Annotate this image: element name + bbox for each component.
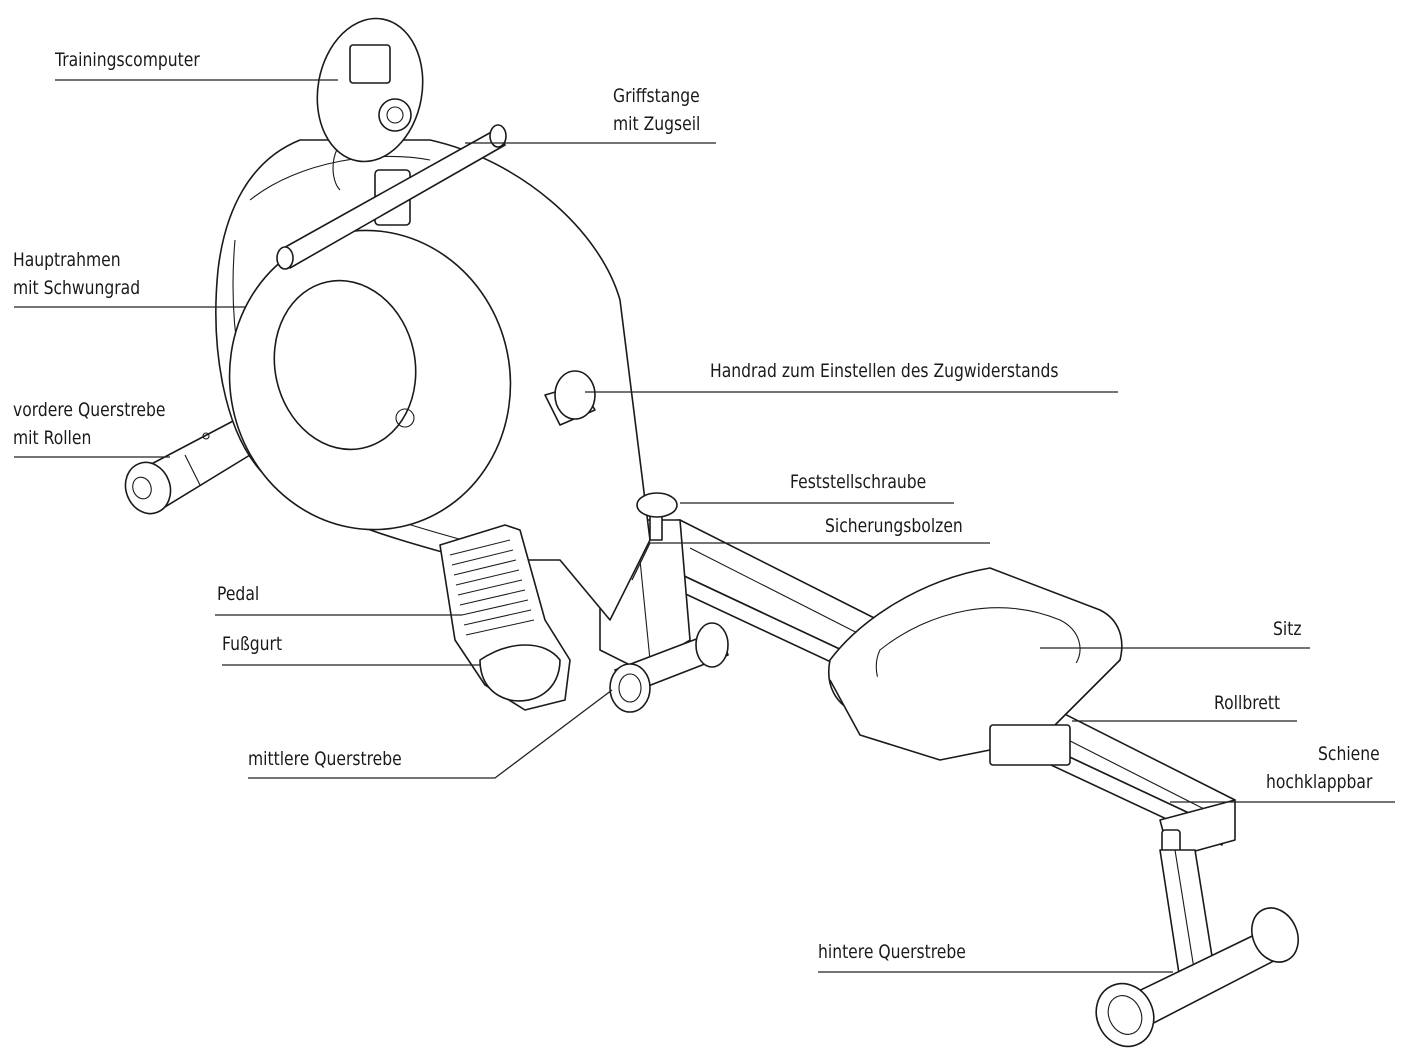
label-vordere-querstrebe-line2: mit Rollen (13, 427, 92, 449)
label-mittlere-querstrebe: mittlere Querstrebe (248, 748, 402, 770)
leader-lines (14, 79, 1395, 973)
pedal-drawing (439, 524, 571, 711)
label-hintere-querstrebe: hintere Querstrebe (818, 941, 966, 963)
lock-screw-drawing (636, 492, 678, 541)
label-fussgurt: Fußgurt (222, 633, 283, 655)
front-crossbar-drawing (124, 419, 251, 515)
label-sitz: Sitz (1273, 618, 1302, 640)
label-rollbrett: Rollbrett (1214, 692, 1281, 714)
seat-drawing (828, 567, 1123, 766)
label-handrad: Handrad zum Einstellen des Zugwiderstand… (710, 360, 1059, 382)
label-griffstange-line1: Griffstange (613, 85, 700, 107)
label-schiene-line1: Schiene (1318, 743, 1380, 765)
label-vordere-querstrebe-line1: vordere Querstrebe (13, 399, 166, 421)
label-sicherungsbolzen: Sicherungsbolzen (825, 515, 963, 537)
label-griffstange-line2: mit Zugseil (613, 113, 701, 135)
label-hauptrahmen-line1: Hauptrahmen (13, 249, 121, 271)
label-pedal: Pedal (217, 583, 260, 605)
rowing-machine-drawing (124, 17, 1299, 1048)
main-frame-drawing (215, 139, 651, 621)
label-feststellschraube: Feststellschraube (790, 471, 927, 493)
label-hauptrahmen-line2: mit Schwungrad (13, 277, 141, 299)
label-trainingscomputer: Trainingscomputer (55, 49, 200, 71)
leader-sicherungsbolzen (631, 542, 990, 581)
computer-and-handle-drawing (276, 17, 507, 270)
leader-mittlere-querstrebe (248, 689, 613, 779)
label-schiene-line2: hochklappbar (1266, 771, 1373, 793)
